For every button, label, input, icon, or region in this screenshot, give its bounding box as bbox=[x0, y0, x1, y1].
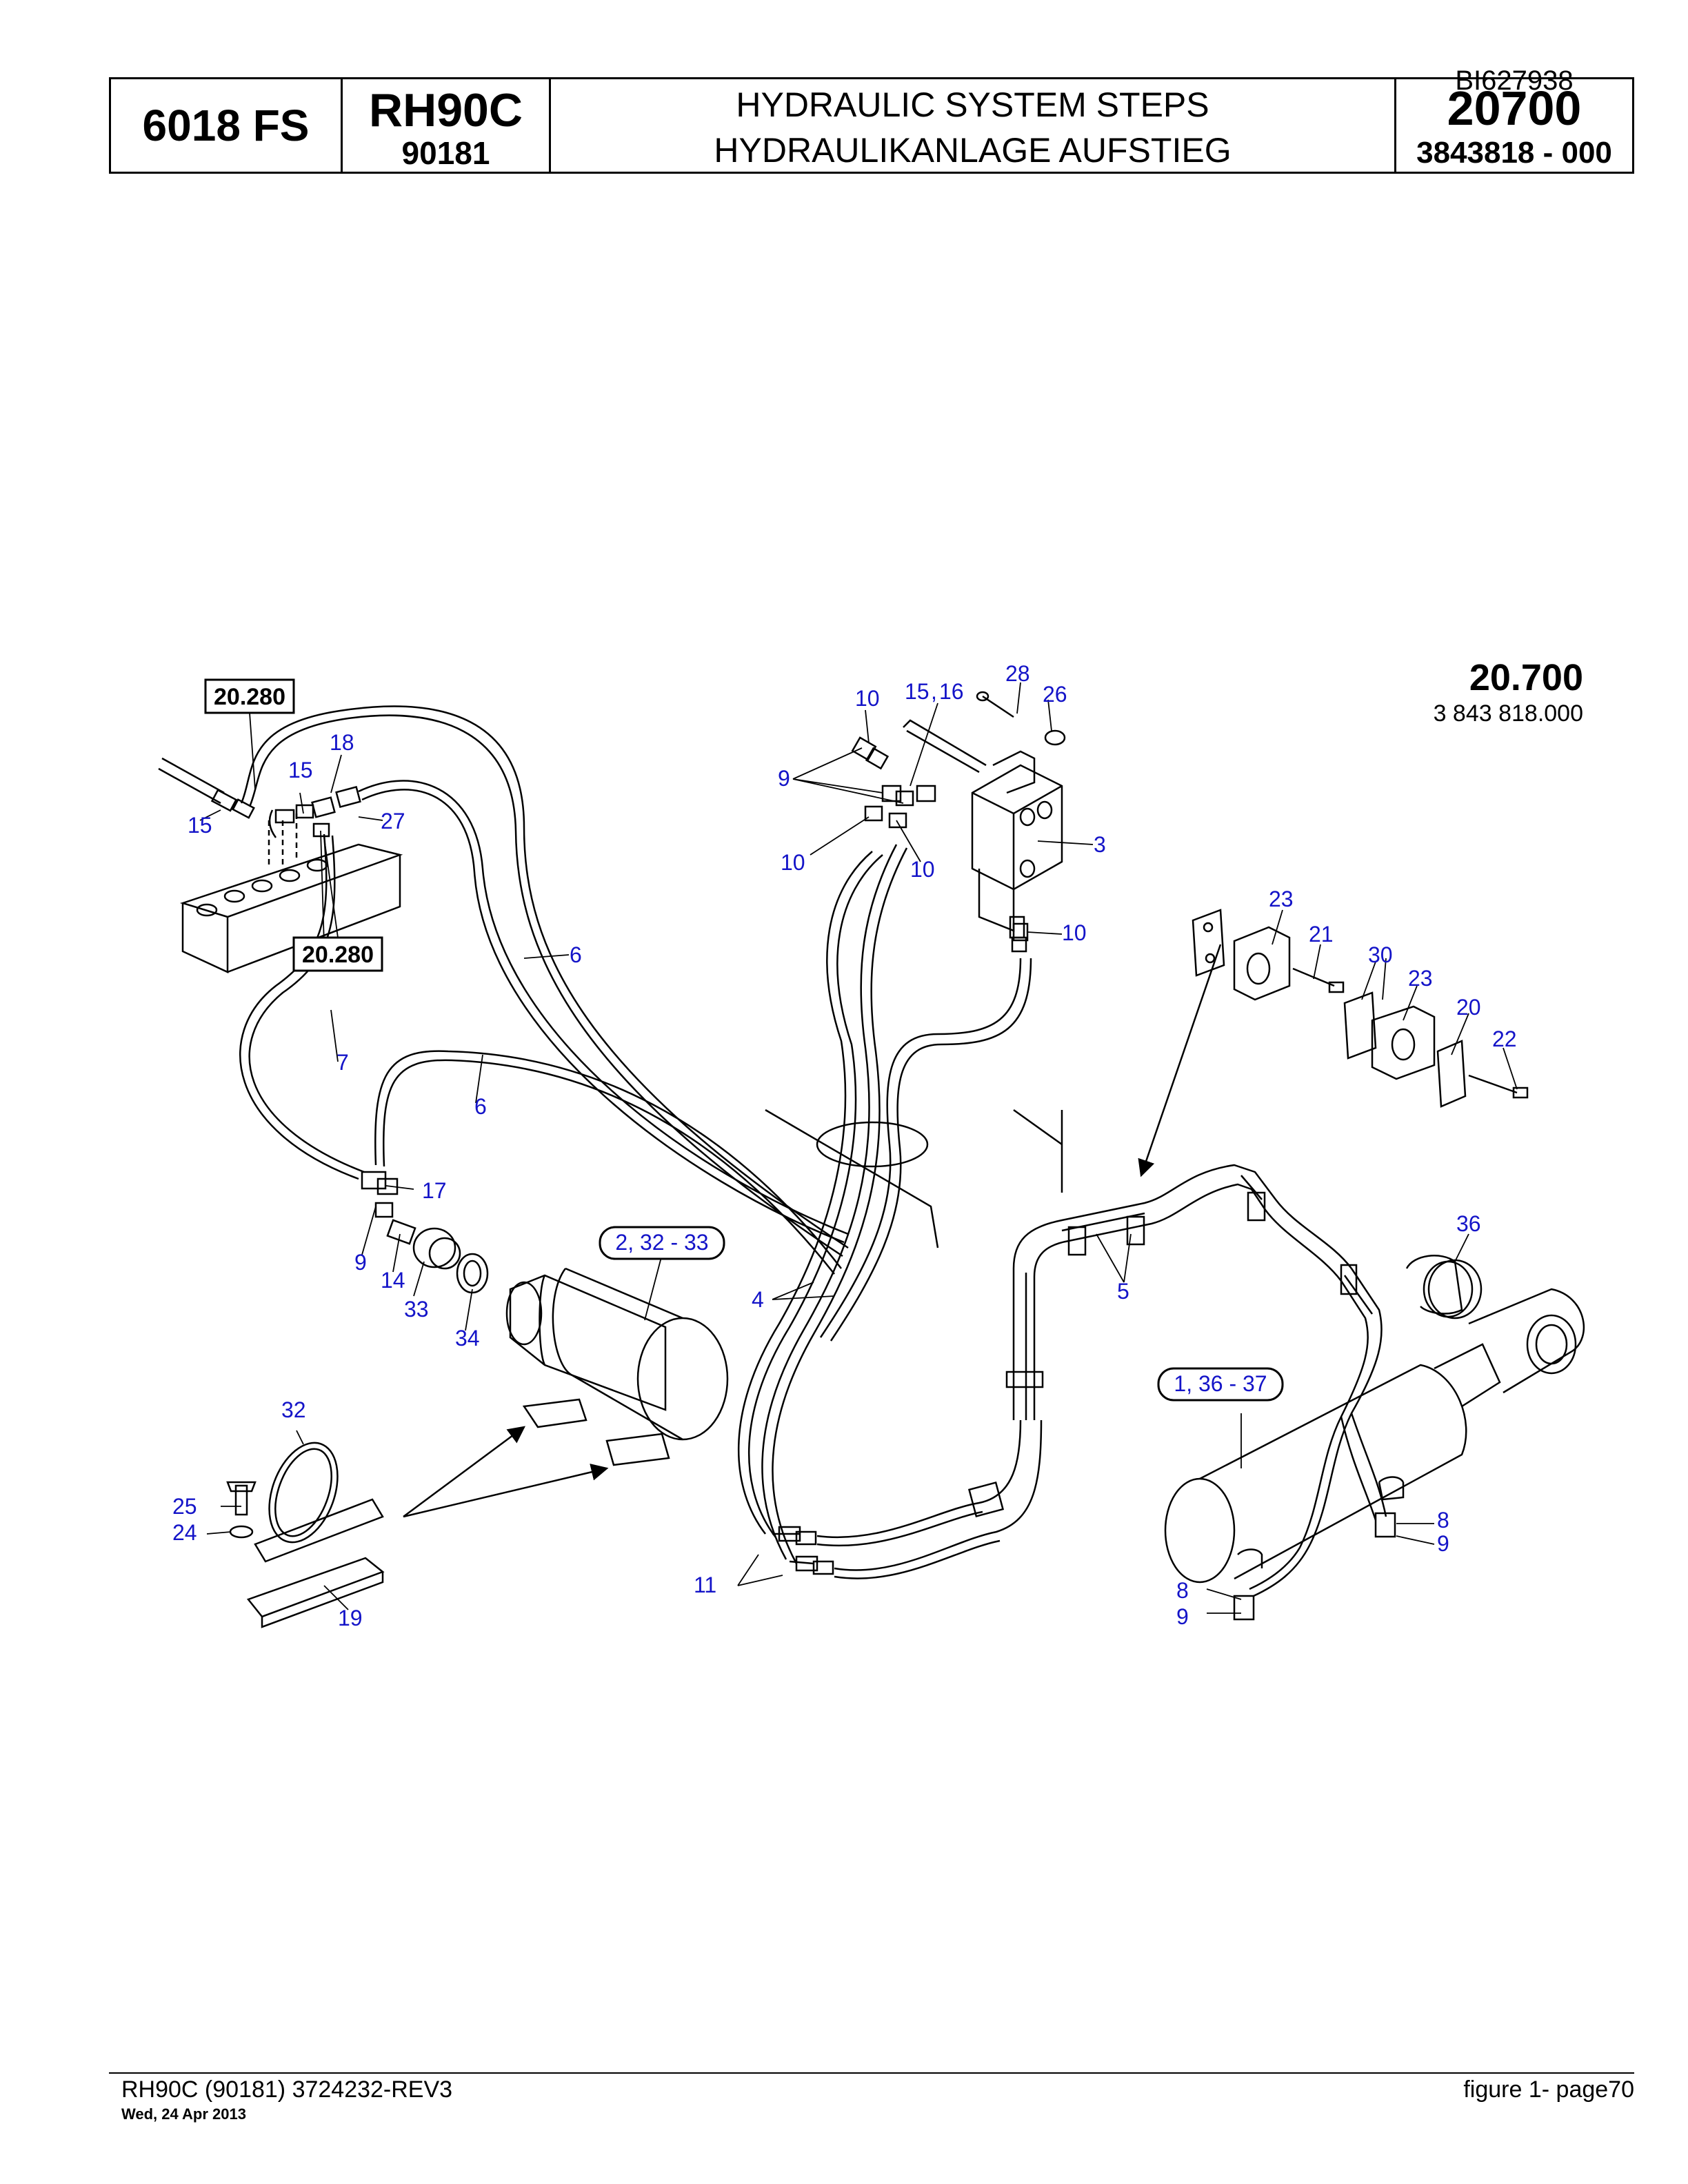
callout-9: 9 bbox=[354, 1250, 367, 1275]
callout-6: 6 bbox=[570, 942, 582, 967]
callout-18: 18 bbox=[330, 730, 354, 755]
callout-32: 32 bbox=[281, 1397, 306, 1422]
rigid-pipe-5 bbox=[967, 1164, 1383, 1548]
callout-10: 10 bbox=[1062, 920, 1087, 945]
part-number: 3843818 - 000 bbox=[1416, 136, 1612, 170]
callout-9: 9 bbox=[1437, 1531, 1449, 1556]
callout-34: 34 bbox=[455, 1326, 480, 1351]
hose-bundle-4 bbox=[737, 844, 1032, 1564]
callout-26: 26 bbox=[1043, 682, 1067, 707]
callout-10: 10 bbox=[855, 686, 880, 711]
group-label-accumulator: 2, 32 - 33 bbox=[599, 1226, 725, 1260]
callout-15: 15 bbox=[905, 679, 930, 704]
title-german: HYDRAULIKANLAGE AUFSTIEG bbox=[714, 131, 1232, 170]
footer-date: Wed, 24 Apr 2013 bbox=[121, 2105, 246, 2123]
valve-block bbox=[179, 813, 403, 973]
hose-7 bbox=[239, 833, 359, 1180]
callout-10: 10 bbox=[910, 857, 935, 882]
clamp-bracket-32 bbox=[226, 1442, 385, 1628]
callout-7: 7 bbox=[336, 1050, 349, 1075]
clamp-detail bbox=[1192, 909, 1529, 1108]
callout-33: 33 bbox=[404, 1297, 429, 1322]
callout-15: 15 bbox=[188, 813, 212, 838]
title-english: HYDRAULIC SYSTEM STEPS bbox=[736, 85, 1209, 124]
machine-number: 90181 bbox=[401, 135, 490, 171]
callout-4: 4 bbox=[752, 1287, 764, 1312]
footer-page: figure 1- page70 bbox=[1463, 2076, 1634, 2103]
drawing-reference: 20.700 3 843 818.000 bbox=[1434, 656, 1583, 727]
group-label-accumulator-text: 2, 32 - 33 bbox=[615, 1230, 708, 1255]
callout-23: 23 bbox=[1408, 966, 1433, 991]
footer-document: RH90C (90181) 3724232-REV3 bbox=[121, 2076, 453, 2103]
callout-28: 28 bbox=[1005, 661, 1030, 686]
callout-30: 30 bbox=[1368, 942, 1393, 967]
callout-22: 22 bbox=[1492, 1027, 1517, 1051]
bushing-36 bbox=[1427, 1259, 1483, 1320]
bundle-clamp bbox=[816, 1121, 929, 1168]
machine-cell: RH90C 90181 bbox=[343, 79, 551, 172]
callout-25: 25 bbox=[172, 1494, 197, 1519]
callout-24: 24 bbox=[172, 1520, 197, 1545]
machine-name: RH90C bbox=[369, 84, 523, 136]
callout-23: 23 bbox=[1269, 887, 1294, 911]
callout-9: 9 bbox=[1176, 1604, 1189, 1629]
callout-36: 36 bbox=[1456, 1211, 1481, 1236]
callout-15: 15 bbox=[288, 758, 313, 782]
accumulator-2 bbox=[505, 1267, 729, 1466]
reference-box-upper: 20.280 bbox=[204, 678, 295, 714]
callout-27: 27 bbox=[381, 809, 405, 833]
reference-box-upper-label: 20.280 bbox=[214, 684, 285, 710]
hose-6-lower bbox=[374, 1050, 842, 1269]
callout-21: 21 bbox=[1309, 922, 1334, 947]
callout-16: 16 bbox=[939, 679, 964, 704]
reference-number: 20.700 bbox=[1469, 657, 1583, 698]
group-label-cylinder: 1, 36 - 37 bbox=[1157, 1367, 1284, 1402]
callout-3: 3 bbox=[1094, 832, 1106, 857]
title-block: 6018 FS RH90C 90181 HYDRAULIC SYSTEM STE… bbox=[109, 65, 1634, 174]
reference-box-lower: 20.280 bbox=[292, 936, 383, 972]
callout-14: 14 bbox=[381, 1268, 405, 1293]
model-code: 6018 FS bbox=[142, 101, 310, 150]
callout-17: 17 bbox=[422, 1178, 447, 1203]
block-fittings bbox=[158, 757, 361, 838]
leader-lines bbox=[199, 682, 1518, 1614]
part-callouts: 15 15 18 27 6 7 6 17 9 14 33 34 4 5 11 9… bbox=[172, 661, 1517, 1630]
title-cell: HYDRAULIC SYSTEM STEPS HYDRAULIKANLAGE A… bbox=[551, 79, 1396, 172]
callout-8: 8 bbox=[1176, 1578, 1189, 1603]
reference-part: 3 843 818.000 bbox=[1433, 700, 1583, 727]
adapter-33 bbox=[412, 1227, 489, 1294]
callout-8: 8 bbox=[1437, 1508, 1449, 1533]
callout-9: 9 bbox=[778, 766, 790, 791]
callout-10: 10 bbox=[781, 850, 805, 875]
callout-comma: , bbox=[931, 679, 937, 704]
group-number: 20700 bbox=[1447, 81, 1582, 135]
tee-fitting-17 bbox=[361, 1171, 416, 1245]
callout-6: 6 bbox=[474, 1094, 487, 1119]
hose-27 bbox=[358, 780, 849, 1235]
model-code-cell: 6018 FS bbox=[111, 79, 343, 172]
overlay-id: BI627938 bbox=[1455, 65, 1574, 96]
group-cell: BI627938 20700 3843818 - 000 bbox=[1396, 65, 1632, 172]
callout-19: 19 bbox=[338, 1606, 363, 1630]
control-valve-3 bbox=[903, 691, 1066, 953]
group-label-cylinder-text: 1, 36 - 37 bbox=[1174, 1371, 1267, 1396]
valve-fittings bbox=[851, 736, 1029, 942]
page-footer: RH90C (90181) 3724232-REV3 Wed, 24 Apr 2… bbox=[109, 2072, 1634, 2123]
reference-box-lower-label: 20.280 bbox=[302, 942, 374, 968]
hose-6-upper bbox=[240, 705, 849, 1249]
callout-11: 11 bbox=[694, 1573, 716, 1597]
callout-5: 5 bbox=[1117, 1279, 1129, 1304]
callout-20: 20 bbox=[1456, 995, 1481, 1020]
